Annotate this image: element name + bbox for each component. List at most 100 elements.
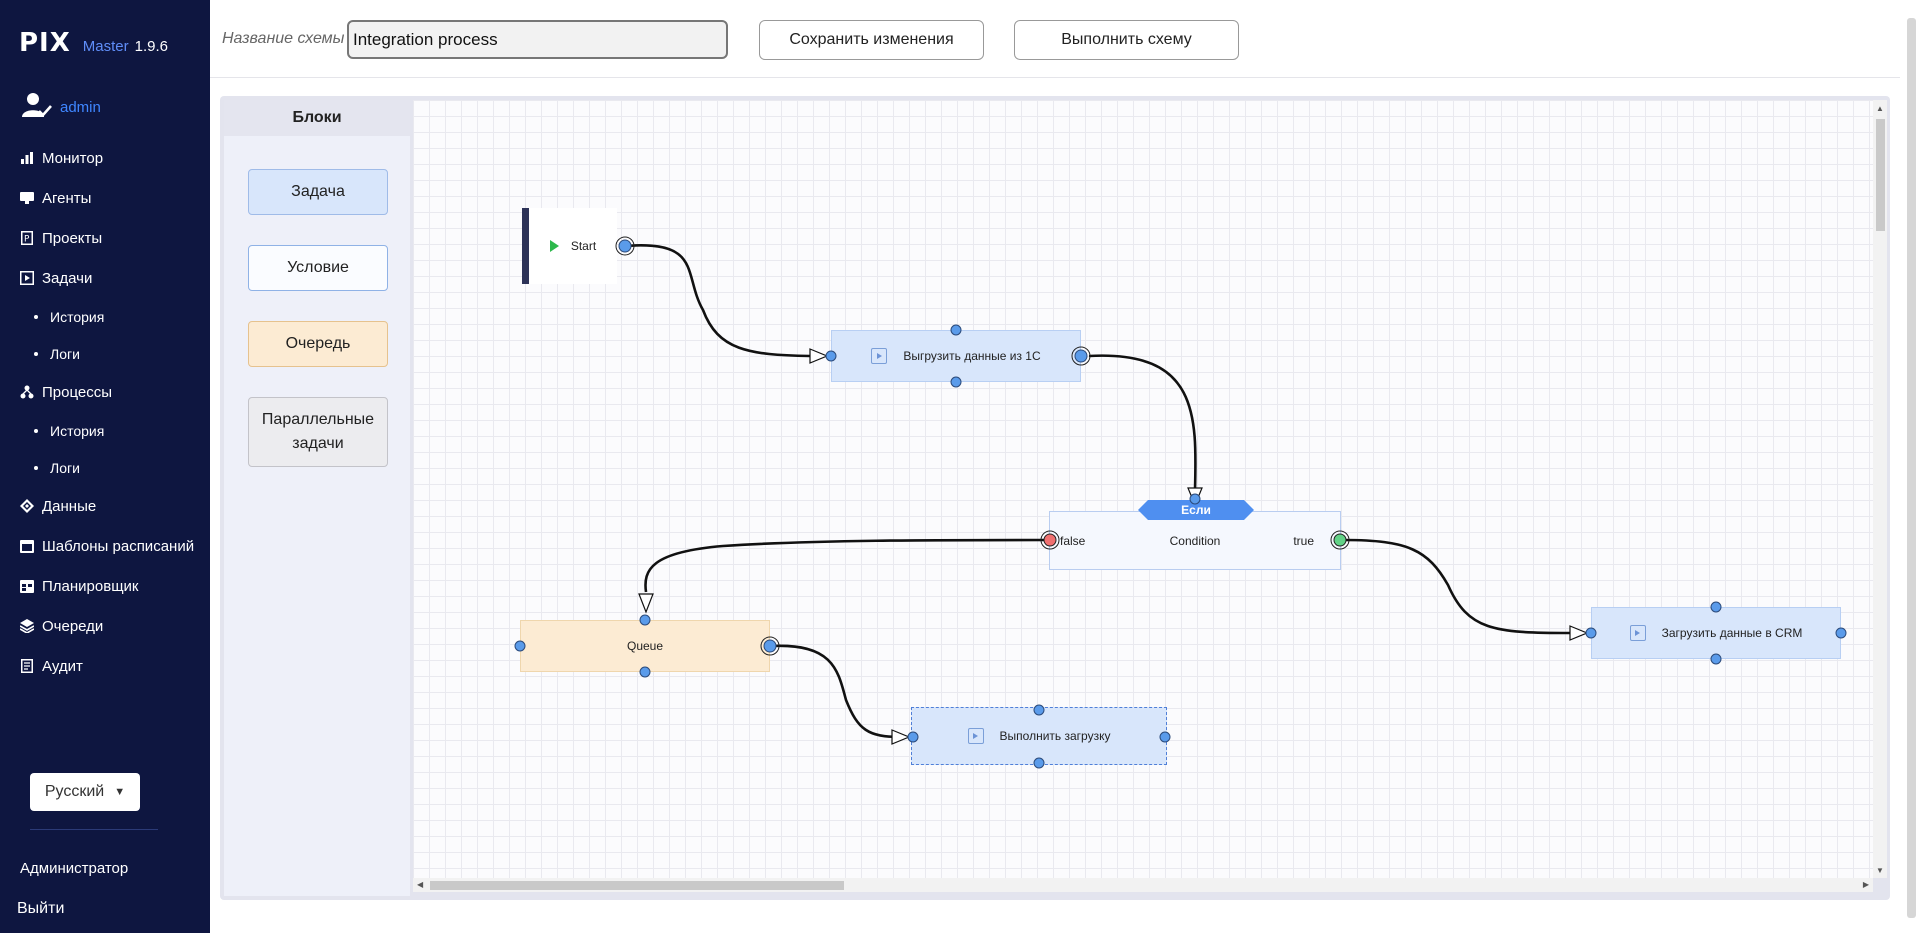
port-export-out[interactable] (1074, 349, 1088, 363)
sidebar-subitem-tasks-logs[interactable]: Логи (0, 335, 210, 372)
condition-true-label: true (1293, 534, 1314, 548)
logout-link[interactable]: Выйти (17, 900, 65, 917)
port-crm-bottom[interactable] (1710, 653, 1722, 665)
sidebar-item-queues[interactable]: Очереди (0, 606, 210, 646)
scheme-canvas[interactable]: Start Выгрузить данные из 1С Если false … (413, 100, 1873, 878)
sidebar-item-label: Монитор (42, 149, 104, 167)
sidebar-item-tasks[interactable]: Задачи (0, 258, 210, 298)
current-user[interactable]: admin (22, 92, 101, 123)
sidebar-item-audit[interactable]: Аудит (0, 646, 210, 686)
scroll-thumb[interactable] (1876, 119, 1885, 231)
sidebar-item-label: Процессы (42, 383, 113, 401)
sidebar-subitem-label: История (50, 422, 105, 439)
app-logo[interactable]: PIX Master 1.9.6 (19, 28, 168, 58)
connection-queue-to-run (770, 644, 902, 739)
save-changes-button[interactable]: Сохранить изменения (759, 20, 984, 60)
port-export-in[interactable] (825, 350, 837, 362)
node-task-export-1c[interactable]: Выгрузить данные из 1С (831, 330, 1081, 382)
sidebar-item-label: Задачи (42, 269, 93, 287)
arrowhead-queue (638, 593, 654, 614)
sidebar-item-label: Очереди (42, 617, 104, 635)
project-icon: P (20, 231, 34, 245)
blocks-palette-title: Блоки (224, 100, 410, 136)
sidebar-item-scheduler[interactable]: Планировщик (0, 566, 210, 606)
chevron-down-icon: ▼ (114, 786, 126, 798)
canvas-horizontal-scrollbar[interactable]: ◀ ▶ (413, 878, 1873, 892)
port-crm-out[interactable] (1835, 627, 1847, 639)
sidebar-subitem-label: Логи (50, 345, 80, 362)
port-crm-in[interactable] (1585, 627, 1597, 639)
task-icon (871, 348, 888, 364)
language-select[interactable]: Русский ▼ (30, 773, 140, 811)
document-list-icon (20, 659, 34, 673)
palette-block-parallel-tasks[interactable]: Параллельные задачи (248, 397, 388, 467)
sidebar-item-monitor[interactable]: Монитор (0, 138, 210, 178)
bullet-icon (34, 351, 38, 356)
node-condition[interactable]: Если false Condition true (1049, 511, 1341, 570)
canvas-vertical-scrollbar[interactable]: ▲ ▼ (1873, 100, 1887, 878)
sidebar-item-schedule-templates[interactable]: Шаблоны расписаний (0, 526, 210, 566)
bullet-icon (34, 314, 38, 319)
run-scheme-button[interactable]: Выполнить схему (1014, 20, 1239, 60)
node-task-label: Выгрузить данные из 1С (903, 349, 1041, 363)
port-queue-bottom[interactable] (639, 666, 651, 678)
palette-block-condition[interactable]: Условие (248, 245, 388, 291)
language-selected: Русский (44, 783, 105, 800)
node-start-label: Start (570, 239, 597, 253)
port-crm-top[interactable] (1710, 601, 1722, 613)
sidebar-subitem-label: Логи (50, 459, 80, 476)
port-queue-out[interactable] (763, 639, 777, 653)
sidebar-item-projects[interactable]: P Проекты (0, 218, 210, 258)
scroll-down-icon[interactable]: ▼ (1876, 866, 1884, 875)
node-start[interactable]: Start (522, 208, 617, 284)
port-run-out[interactable] (1159, 731, 1171, 743)
connection-condition-true-to-crm (1343, 538, 1571, 635)
hierarchy-icon (20, 385, 34, 399)
sidebar-item-processes[interactable]: Процессы (0, 372, 210, 412)
connection-export-to-condition (1088, 354, 1197, 491)
scroll-left-icon[interactable]: ◀ (417, 880, 424, 889)
sidebar-nav: Монитор Агенты P Проекты Задачи История … (0, 138, 210, 686)
node-condition-label: Condition (1169, 533, 1221, 548)
port-queue-in[interactable] (514, 640, 526, 652)
sidebar-subitem-processes-history[interactable]: История (0, 412, 210, 449)
bullet-icon (34, 465, 38, 470)
port-export-bottom[interactable] (950, 376, 962, 388)
user-role: Администратор (20, 860, 129, 877)
sidebar-item-agents[interactable]: Агенты (0, 178, 210, 218)
node-task-run-load[interactable]: Выполнить загрузку (911, 707, 1167, 765)
window-scrollbar[interactable] (1904, 0, 1920, 933)
sidebar-item-label: Агенты (42, 189, 92, 207)
port-condition-false[interactable] (1043, 533, 1057, 547)
sidebar-item-data[interactable]: Данные (0, 486, 210, 526)
port-condition-true[interactable] (1333, 533, 1347, 547)
node-queue-label: Queue (626, 639, 664, 653)
sidebar-subitem-processes-logs[interactable]: Логи (0, 449, 210, 486)
port-queue-top[interactable] (639, 614, 651, 626)
play-icon (549, 240, 559, 252)
port-run-top[interactable] (1033, 704, 1045, 716)
calendar-icon (20, 539, 34, 553)
sidebar-subitem-tasks-history[interactable]: История (0, 298, 210, 335)
arrowhead-export (809, 348, 829, 364)
palette-block-queue[interactable]: Очередь (248, 321, 388, 367)
scroll-up-icon[interactable]: ▲ (1876, 104, 1884, 113)
scroll-right-icon[interactable]: ▶ (1862, 880, 1869, 889)
node-queue[interactable]: Queue (520, 620, 770, 672)
port-condition-in[interactable] (1189, 493, 1201, 505)
sidebar-item-label: Проекты (42, 229, 103, 247)
editor-header: Название схемы Сохранить изменения Выпол… (210, 0, 1900, 78)
play-square-icon (20, 271, 34, 285)
user-check-icon (22, 92, 52, 123)
scheme-name-input[interactable] (347, 20, 728, 59)
port-run-bottom[interactable] (1033, 757, 1045, 769)
scroll-thumb[interactable] (430, 881, 844, 890)
ports-layer (514, 236, 1847, 769)
sidebar-item-label: Данные (42, 497, 97, 515)
port-run-in[interactable] (907, 731, 919, 743)
palette-block-task[interactable]: Задача (248, 169, 388, 215)
port-start-out[interactable] (618, 239, 632, 253)
sidebar-subitem-label: История (50, 308, 105, 325)
port-export-top[interactable] (950, 324, 962, 336)
scroll-thumb[interactable] (1907, 18, 1916, 918)
